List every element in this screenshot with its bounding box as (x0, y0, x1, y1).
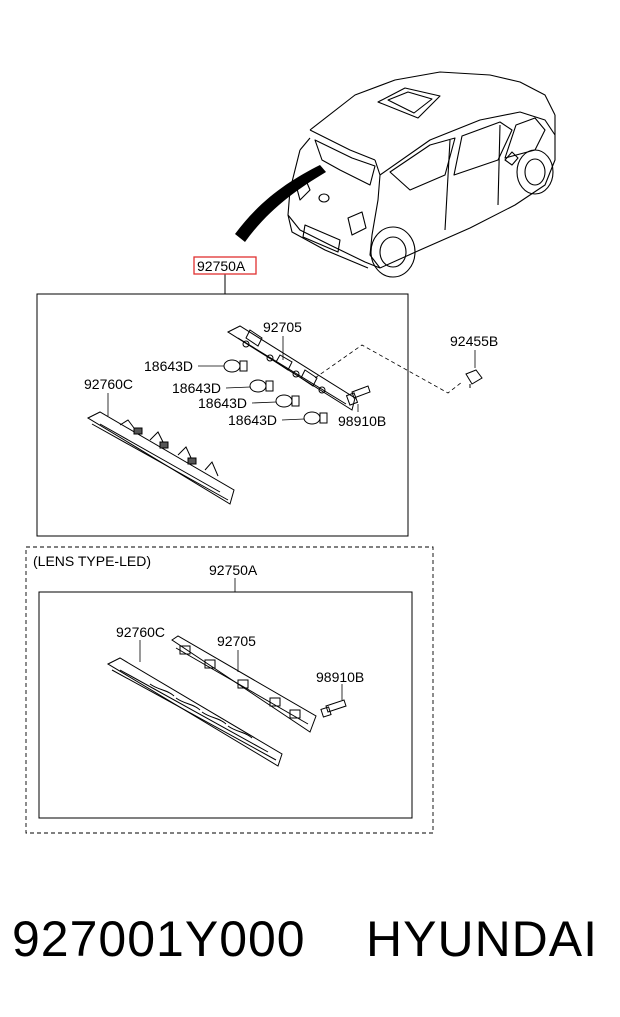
main-assembly-number: 92750A (197, 258, 246, 274)
led-assembly-frame (38, 591, 413, 819)
main-assembly-label-box (193, 256, 257, 275)
bulb-a-drawing (223, 359, 248, 373)
bulb-c-label: 18643D (198, 395, 247, 411)
bulb-b-drawing (249, 379, 274, 393)
bulb-c-leader (251, 401, 277, 404)
led-lens-label: 92760C (116, 624, 165, 640)
led-variant-title: (LENS TYPE-LED) (33, 553, 151, 569)
lens-drawing (86, 411, 235, 505)
bulb-c-drawing (275, 394, 300, 408)
socket-drawing (345, 385, 371, 406)
led-assembly-number: 92750A (209, 562, 258, 578)
bulb-d-drawing (303, 411, 328, 425)
clip-dashed-leader (314, 344, 463, 394)
led-variant-dashed-frame (25, 546, 434, 834)
clip-label: 92455B (450, 333, 498, 349)
clip-drawing (465, 369, 483, 388)
led-lens-drawing (106, 657, 283, 767)
part-number: 927001Y000 (12, 911, 306, 967)
lens-label: 92760C (84, 376, 133, 392)
location-pointer (235, 165, 326, 242)
harness-drawing (226, 325, 356, 411)
brand-name: HYUNDAI (366, 911, 599, 967)
led-socket-drawing (320, 699, 347, 718)
bulb-b-label: 18643D (172, 380, 221, 396)
bulb-d-leader (281, 418, 305, 421)
car-illustration (287, 71, 556, 278)
bulb-d-label: 18643D (228, 412, 277, 428)
socket-label: 98910B (338, 413, 386, 429)
footer: 927001Y000 HYUNDAI (0, 900, 620, 980)
harness-label: 92705 (263, 319, 302, 335)
led-harness-drawing (171, 635, 317, 733)
led-harness-label: 92705 (217, 633, 256, 649)
bulb-b-leader (225, 386, 251, 389)
main-assembly-frame (36, 293, 409, 537)
led-socket-label: 98910B (316, 669, 364, 685)
bulb-a-label: 18643D (144, 358, 193, 374)
